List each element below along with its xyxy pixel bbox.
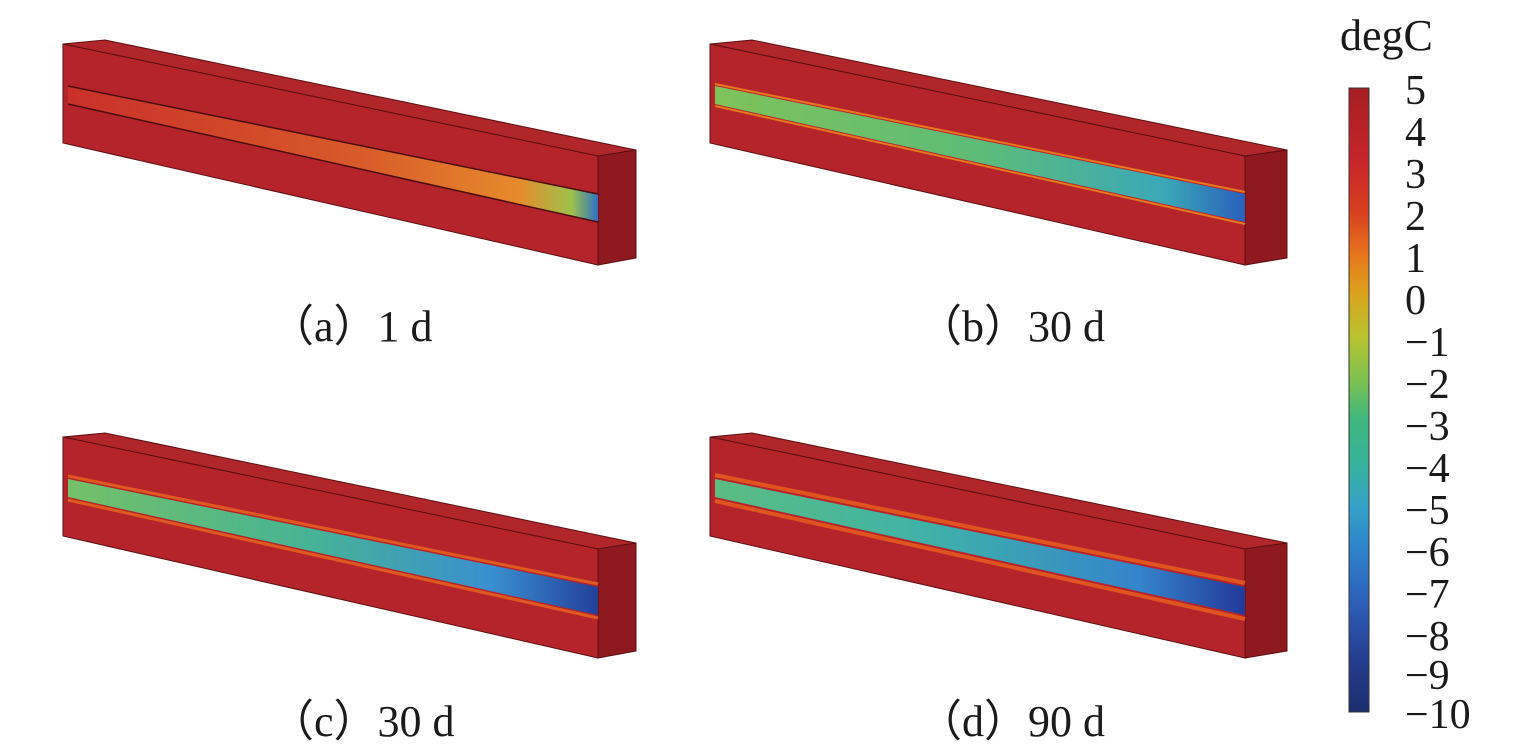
colorbar-tick: −7 — [1405, 572, 1450, 618]
channel-d — [715, 479, 1245, 615]
colorbar-tick: −4 — [1405, 446, 1450, 492]
colorbar-tick: 3 — [1405, 152, 1426, 198]
colorbar-tick: −6 — [1405, 530, 1450, 576]
colorbar-tick: 4 — [1405, 110, 1426, 156]
colorbar-tick: 5 — [1405, 68, 1426, 114]
colorbar-tick: −9 — [1405, 653, 1450, 699]
panel-a-beam — [62, 39, 637, 266]
colorbar-tick: 1 — [1405, 236, 1426, 282]
colorbar — [1348, 87, 1370, 713]
beam-end-face — [1244, 542, 1288, 659]
beam-end-face — [597, 149, 637, 266]
caption-panel-c: （c）30 d — [270, 697, 455, 746]
colorbar-tick: −1 — [1405, 320, 1450, 366]
colorbar-tick: −5 — [1405, 488, 1450, 534]
colorbar-tick: −8 — [1405, 614, 1450, 660]
caption-panel-a: （a）1 d — [270, 302, 433, 351]
colorbar-tick: −3 — [1405, 404, 1450, 450]
beam-end-face — [1244, 149, 1288, 266]
colorbar-tick: 2 — [1405, 194, 1426, 240]
colorbar-tick: 0 — [1405, 278, 1426, 324]
colorbar-tick: −10 — [1405, 692, 1471, 738]
channel-c — [68, 479, 598, 615]
channel-b — [715, 86, 1245, 222]
beam-end-face — [597, 542, 637, 659]
panel-c-beam — [62, 432, 637, 659]
panel-b-beam — [709, 39, 1288, 266]
caption-panel-b: （b）30 d — [918, 302, 1105, 351]
channel-a — [68, 86, 598, 222]
panel-d-beam — [709, 432, 1288, 659]
caption-panel-d: （d）90 d — [918, 697, 1105, 746]
colorbar-unit-label: degC — [1340, 11, 1433, 60]
colorbar-tick: −2 — [1405, 362, 1450, 408]
